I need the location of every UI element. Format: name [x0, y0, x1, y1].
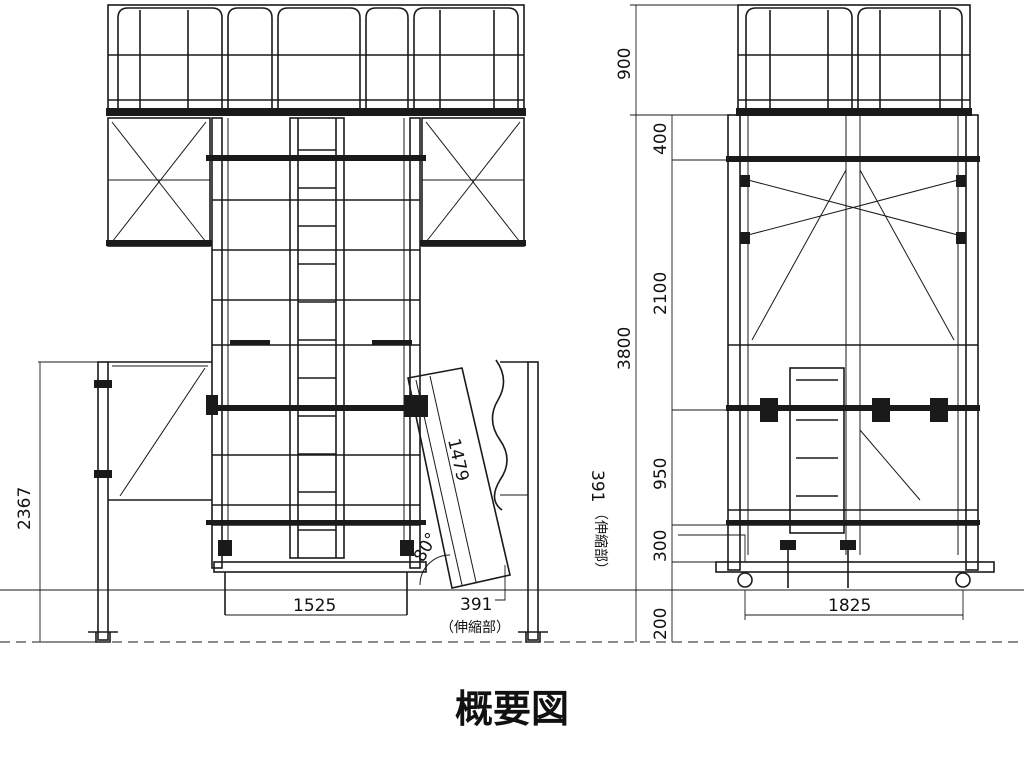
- extension-note-front: （伸縮部）: [440, 620, 510, 636]
- front-dimensions: [38, 361, 506, 643]
- dim-400: 400: [651, 123, 671, 155]
- dim-guard: 900: [615, 48, 635, 80]
- extension-note-side: （伸縮部）: [592, 506, 608, 576]
- front-base: [213, 540, 427, 615]
- dim-ladder-angle: 80°: [410, 529, 442, 565]
- side-dimensions: [630, 4, 964, 642]
- dim-total: 3800: [615, 327, 635, 370]
- side-view: [715, 4, 995, 588]
- front-upper-wings: [106, 117, 526, 247]
- side-tower: [726, 114, 980, 571]
- dim-base: 200: [651, 608, 671, 640]
- dim-extension-side: 391: [587, 470, 607, 502]
- front-center-ladder: [289, 117, 345, 559]
- figure-caption: 概要図: [455, 687, 569, 731]
- front-top-guardrail: [106, 4, 526, 116]
- side-base: [715, 540, 995, 588]
- dim-width-bottom-front: 1525: [293, 596, 336, 616]
- dim-2100: 2100: [651, 272, 671, 315]
- dim-ladder-length: 1479: [443, 437, 472, 484]
- side-top-guardrail: [736, 4, 972, 116]
- dim-width-bottom-side: 1825: [828, 596, 871, 616]
- front-tilted-ladder: [404, 359, 548, 643]
- front-tower: [206, 117, 426, 569]
- dim-height-left: 2367: [15, 487, 35, 530]
- dim-extension-front: 391: [460, 595, 492, 615]
- front-left-gate: [88, 361, 218, 643]
- dim-300: 300: [651, 530, 671, 562]
- dim-950: 950: [651, 458, 671, 490]
- side-lower-ladder: [760, 367, 948, 534]
- front-view: [88, 4, 548, 643]
